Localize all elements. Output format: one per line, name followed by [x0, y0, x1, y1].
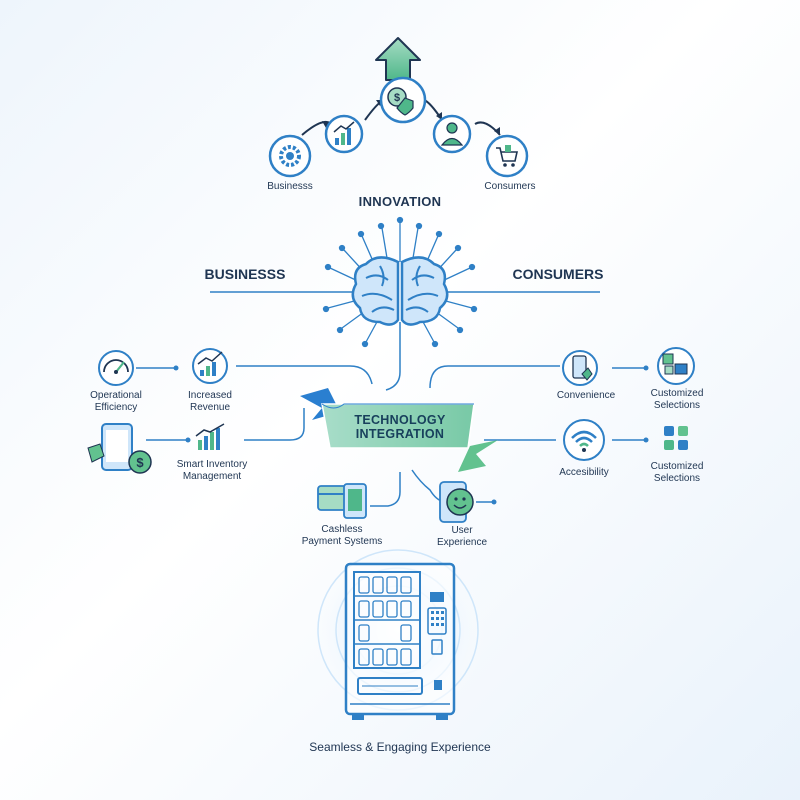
ux-line-1: User	[451, 525, 473, 536]
ux-line-2: Experience	[436, 537, 488, 548]
up-arrow-icon	[375, 37, 421, 81]
custom1-line-2: Selections	[653, 400, 701, 411]
cart-icon	[485, 134, 529, 178]
smiley-phone-icon	[439, 481, 474, 523]
ribbon-line-2: INTEGRATION	[355, 427, 445, 441]
money-shield-icon: $	[379, 76, 427, 124]
customized-selections-label-2: Customized Selections	[638, 461, 716, 485]
chart-icon	[324, 114, 364, 154]
top-consumers-label: Consumers	[484, 181, 536, 192]
inventory-icon	[664, 426, 688, 450]
inventory-line-1: Smart Inventory	[176, 459, 248, 470]
smart-inventory-label: Smart Inventory Management	[164, 459, 260, 483]
cashless-line-2: Payment Systems	[301, 536, 383, 547]
payment-cards-icon	[317, 483, 367, 519]
operational-efficiency-label: Operational Efficiency	[76, 390, 156, 414]
gauge-icon	[98, 350, 134, 386]
connector-dots	[173, 365, 649, 505]
vending-machine-icon	[308, 540, 488, 720]
svg-text:$: $	[394, 92, 400, 104]
consumers-heading: CONSUMERS	[512, 266, 604, 282]
wifi-icon	[563, 419, 605, 461]
convenience-label: Convenience	[556, 390, 616, 401]
innovation-label: INNOVATION	[358, 194, 442, 209]
ribbon-line-1: TECHNOLOGY	[354, 413, 446, 427]
accessibility-label: Accesibility	[559, 467, 609, 478]
bar-chart-icon	[195, 423, 225, 450]
increased-revenue-label: Increased Revenue	[172, 390, 248, 414]
boxes-icon	[657, 347, 695, 385]
operational-line-2: Efficiency	[94, 402, 138, 413]
footer-caption: Seamless & Engaging Experience	[309, 740, 491, 754]
businesses-heading: BUSINESSS	[204, 266, 286, 282]
phone-money-icon: $	[87, 423, 152, 474]
mobile-touch-icon	[562, 350, 598, 386]
custom2-line-2: Selections	[653, 473, 701, 484]
svg-text:$: $	[136, 455, 144, 470]
connector-lines	[136, 322, 646, 507]
revenue-line-1: Increased	[188, 390, 232, 401]
cashless-line-1: Cashless	[321, 524, 363, 535]
revenue-line-2: Revenue	[189, 402, 231, 413]
top-businesses-label: Businesss	[267, 181, 313, 192]
custom2-line-1: Customized	[650, 461, 704, 472]
ribbon-label: TECHNOLOGY INTEGRATION	[340, 413, 460, 441]
technology-integration-ribbon	[300, 388, 498, 472]
gear-icon	[268, 134, 312, 178]
customized-selections-label-1: Customized Selections	[638, 388, 716, 412]
user-experience-label: User Experience	[424, 525, 500, 549]
brain-icon	[351, 256, 449, 326]
custom1-line-1: Customized	[650, 388, 704, 399]
brain-rays	[322, 216, 478, 348]
inventory-line-2: Management	[182, 471, 242, 482]
growth-chart-icon	[192, 348, 228, 384]
cashless-payment-label: Cashless Payment Systems	[290, 524, 394, 548]
operational-line-1: Operational	[90, 390, 142, 401]
user-icon	[432, 114, 472, 154]
